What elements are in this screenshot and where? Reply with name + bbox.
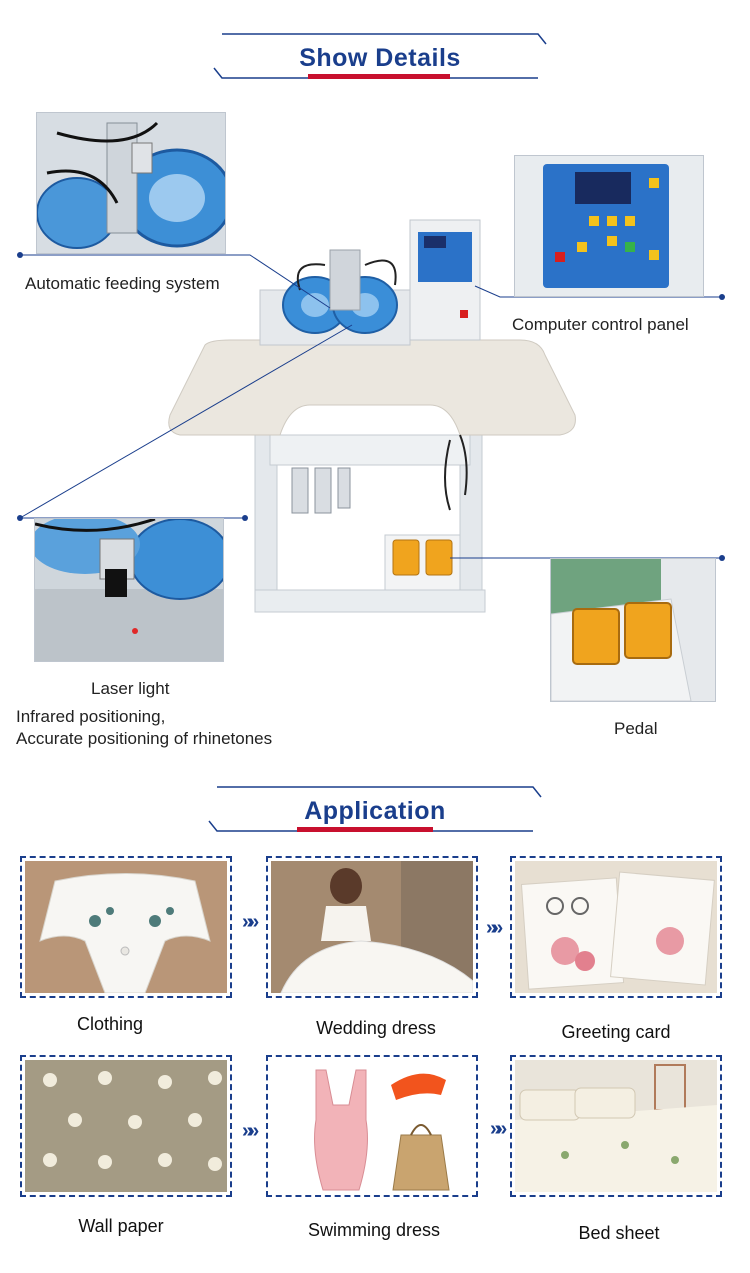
wedding-dress-image [271,861,473,993]
clothing-image [25,861,227,993]
arrow-icon: »» [490,1118,507,1140]
show-details-title: Show Details [299,44,461,72]
application-label-bed-sheet: Bed sheet [578,1223,660,1243]
application-tile-wall-paper [20,1055,232,1197]
application-tile-bed-sheet [510,1055,722,1197]
title-underline [297,827,433,832]
arrow-icon: »» [242,1120,259,1142]
application-label-wedding-dress: Wedding dress [316,1018,436,1038]
control-panel-photo [514,155,704,297]
application-tile-swimming-dress [266,1055,478,1197]
application-tile-greeting-card [510,856,722,998]
bed-sheet-image [515,1060,717,1192]
application-label-swimming-dress: Swimming dress [307,1220,441,1240]
laser-light-label: Laser light [91,679,170,698]
infrared-label-line1: Infrared positioning, [16,707,166,726]
control-panel-label: Computer control panel [512,315,689,334]
title-underline [308,74,450,79]
application-label-wall-paper: Wall paper [78,1216,164,1236]
application-tile-clothing [20,856,232,998]
greeting-card-image [515,861,717,993]
arrow-icon: »» [486,917,503,939]
application-title: Application [304,797,446,825]
swimming-dress-image [271,1060,473,1192]
wall-paper-image [25,1060,227,1192]
application-label-clothing: Clothing [76,1014,144,1034]
show-details-banner: Show Details [210,30,550,82]
pedal-label: Pedal [614,719,658,738]
feeding-system-photo [36,112,226,254]
application-tile-wedding-dress [266,856,478,998]
arrow-icon: »» [242,911,259,933]
pedal-photo [550,558,716,702]
machine-illustration [168,219,576,613]
infrared-label-line2: Accurate positioning of rhinetones [16,729,273,748]
feeding-system-label: Automatic feeding system [25,274,220,293]
application-banner: Application [205,783,545,835]
laser-light-photo [34,518,224,662]
application-label-greeting-card: Greeting card [561,1022,671,1042]
